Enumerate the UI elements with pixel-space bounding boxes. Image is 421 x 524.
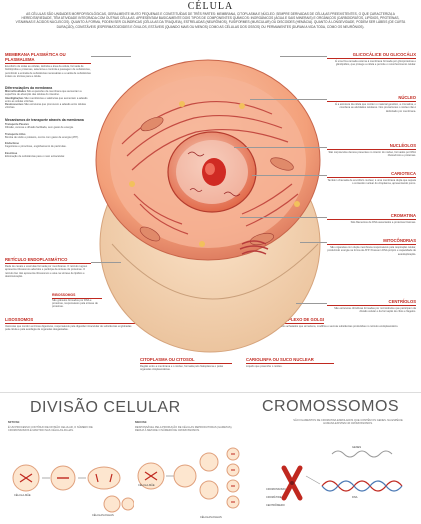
ribossomos-text: São grânulos formados por RNA e proteína… [52, 298, 98, 309]
leader-line [252, 175, 327, 176]
nucleo-section: NÚCLEO É a estrutura da célula que conté… [327, 95, 416, 113]
centriolos-section: CENTRÍOLOS São estruturas cilíndricas fo… [327, 299, 416, 314]
nucleolos-title: NUCLÉOLOS [327, 143, 416, 150]
esp-item: Desmossomos São estruturas que promovem … [5, 103, 86, 110]
leader-line [250, 99, 327, 100]
nucleolos-section: NUCLÉOLOS São corpúsculos densos present… [327, 143, 416, 158]
mitose-label-mae: CÉLULA-MÃE [14, 494, 31, 497]
reticulo-section: RETÍCULO ENDOPLASMÁTICO Rede de canais e… [5, 257, 91, 278]
mitocondrias-text: São organelas com dupla membrana respons… [327, 246, 416, 256]
cell-illustration [95, 59, 321, 353]
page-title: CÉLULA [187, 1, 234, 12]
membrana-title: MEMBRANA PLASMÁTICA OU PLASMALEMA [5, 52, 91, 64]
mitose-label-filhas: CÉLULAS-FILHAS [92, 514, 114, 517]
especializacoes-title: Diferenciações da membrana [5, 86, 53, 90]
citoplasma-section: CITOPLASMA OU CITOSOL Região entre a mem… [140, 357, 232, 371]
transporte-section: Mecanismos de transporte através da memb… [5, 118, 91, 158]
ribossomos-title: RIBOSSOMOS [52, 293, 102, 299]
cromatina-title: CROMATINA [327, 213, 416, 220]
mitocondrias-title: MITOCÔNDRIAS [327, 238, 416, 245]
leader-line [296, 303, 327, 304]
leader-line [91, 262, 121, 263]
glicocalice-title: GLICOCÁLICE OU GLICOCÁLIX [327, 52, 416, 59]
mitocondrias-section: MITOCÔNDRIAS São organelas com dupla mem… [327, 238, 416, 256]
mitose-title: MITOSE [8, 420, 20, 424]
golgi-text: Conjunto de sáculos achatados que armaze… [262, 325, 399, 328]
leader-line [300, 242, 327, 243]
meiose-label-filhas: CÉLULAS-FILHAS [200, 516, 222, 519]
nucleolos-text: São corpúsculos densos presentes no inte… [328, 151, 416, 158]
esp-item: Interdigitações São reentrâncias e saliê… [5, 96, 88, 103]
carioteca-text: Também chamada de envoltório nuclear, é … [327, 179, 416, 186]
divider [0, 392, 421, 393]
lisossomos-text: Vesículas que contêm enzimas digestivas,… [5, 325, 132, 332]
cromossomos-diagram [281, 450, 403, 501]
reticulo-text: Rede de canais e vesículas formada por m… [5, 265, 88, 278]
mitose-diagram [12, 464, 134, 513]
lisossomos-title: LISOSSOMOS [5, 317, 135, 324]
mitose-section: MITOSE É UM PROCESSO CONTÍNUO DE DIVISÃO… [8, 420, 103, 432]
carioplasma-section: CARIOLINFA OU SUCO NUCLEAR Líquido que p… [246, 357, 334, 368]
cromossomo-label: CROMOSSOMO [266, 488, 286, 491]
leader-line [234, 147, 327, 148]
carioteca-section: CARIOTECA Também chamada de envoltório n… [327, 171, 416, 186]
cromossomos-heading: CROMOSSOMOS [262, 398, 400, 415]
cromatina-section: CROMATINA São filamentos de DNA associad… [327, 213, 416, 224]
meiose-diagram [137, 447, 240, 509]
carioplasma-title: CARIOLINFA OU SUCO NUCLEAR [246, 357, 334, 364]
glicocalice-text: É uma fina camada externa à membrana for… [335, 60, 416, 67]
golgi-text-block: Conjunto de sáculos achatados que armaze… [262, 325, 414, 328]
dna-label: DNA [352, 496, 358, 499]
centromero-label: CENTRÔMERO [266, 504, 285, 507]
divisao-heading: DIVISÃO CELULAR [30, 399, 181, 416]
esp-item: Microvilosidades São expansões da membra… [5, 90, 82, 97]
centriolos-title: CENTRÍOLOS [327, 299, 416, 306]
cromossomos-text: SÃO FILAMENTOS DE CROMATINA ENROLADOS QU… [293, 419, 403, 426]
citoplasma-text: Região entre a membrana e o núcleo, form… [140, 364, 224, 371]
leader-line [280, 56, 327, 57]
mitose-text: É UM PROCESSO CONTÍNUO DE DIVISÃO CELULA… [8, 426, 93, 433]
intro-text: AS CÉLULAS SÃO UNIDADES MORFOFISIOLÓGICA… [15, 12, 406, 29]
glicocalice-section: GLICOCÁLICE OU GLICOCÁLIX É uma fina cam… [327, 52, 416, 67]
carioteca-title: CARIOTECA [327, 171, 416, 178]
meiose-label-mae: CÉLULA-MÃE [138, 484, 155, 487]
leader-line [240, 217, 327, 218]
carioplasma-text: Líquido que preenche o núcleo. [246, 364, 283, 368]
ribossomos-section: RIBOSSOMOS São grânulos formados por RNA… [52, 293, 102, 308]
cromatide-label: CROMÁTIDE [266, 496, 282, 499]
cromatina-text: São filamentos de DNA associados a prote… [350, 221, 416, 224]
membrana-text: Envoltório de todas as células, delimita… [5, 65, 91, 78]
nucleo-text: É a estrutura da célula que contém o mat… [335, 103, 416, 113]
genes-label: GENES [352, 446, 362, 449]
citoplasma-title: CITOPLASMA OU CITOSOL [140, 357, 232, 364]
meiose-section: MEIOSE RESPONSÁVEL PELA PRODUÇÃO DE CÉLU… [135, 420, 235, 432]
leader-line [91, 56, 131, 57]
meiose-title: MEIOSE [135, 420, 147, 424]
especializacoes-section: Diferenciações da membrana Microvilosida… [5, 86, 91, 110]
meiose-text: RESPONSÁVEL PELA PRODUÇÃO DE CÉLULAS REP… [135, 426, 233, 433]
centriolos-text: São estruturas cilíndricas formadas por … [334, 307, 416, 314]
lisossomos-section: LISOSSOMOS Vesículas que contêm enzimas … [5, 317, 135, 332]
golgi-section: COMPLEXO DE GOLGI [262, 317, 324, 324]
nucleo-title: NÚCLEO [327, 95, 416, 102]
membrana-section: MEMBRANA PLASMÁTICA OU PLASMALEMA Envolt… [5, 52, 91, 85]
transporte-title: Mecanismos de transporte através da memb… [5, 118, 84, 122]
reticulo-title: RETÍCULO ENDOPLASMÁTICO [5, 257, 91, 264]
golgi-title: COMPLEXO DE GOLGI [262, 317, 324, 324]
